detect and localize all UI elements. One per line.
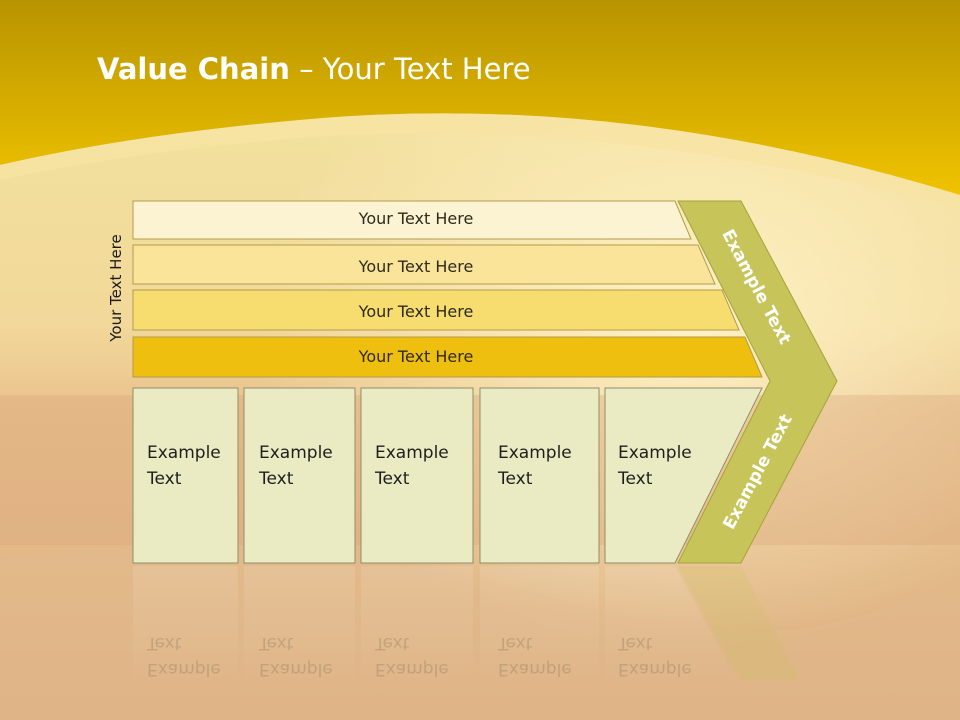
chevron-reflection [678,566,800,680]
box-2-reflection-text: Example Text [259,630,333,682]
vertical-label: Your Text Here [107,234,125,342]
box-5-label: Example Text [618,440,692,492]
box-1-label: Example Text [147,440,221,492]
bar-2 [132,244,716,285]
box-5-line1: Example [618,443,692,463]
box-3 [360,387,474,564]
header-wave [0,113,960,210]
box-5-line2: Text [618,469,653,489]
box-2-reflection-line2: Text [259,633,294,653]
slide-title: Value Chain – Your Text Here [97,52,531,86]
box-4-label: Example Text [498,440,572,492]
box-1-reflection-text: Example Text [147,630,221,682]
box-4-line2: Text [498,469,533,489]
box-5-reflection-text: Example Text [618,630,692,682]
value-chevron [677,200,838,564]
box-4-reflection-text: Example Text [498,630,572,682]
title-rest: – Your Text Here [289,52,531,86]
bar-3 [132,289,740,331]
box-3-line1: Example [375,443,449,463]
box-2 [243,387,356,564]
bar-4 [132,336,763,378]
box-1-line2: Text [147,469,182,489]
box-1-reflection-line2: Text [147,633,182,653]
box-5 [604,387,763,564]
box-4-line1: Example [498,443,572,463]
box-3-reflection-text: Example Text [375,630,449,682]
title-bold: Value Chain [97,52,290,86]
box-4 [479,387,600,564]
bar-1 [132,200,692,240]
bar-1-label: Your Text Here [358,209,474,228]
box-3-label: Example Text [375,440,449,492]
box-4-reflection-line2: Text [498,633,533,653]
box-2-line1: Example [259,443,333,463]
box-1-reflection [133,566,238,686]
box-1 [132,387,239,564]
box-5-reflection-line1: Example [618,659,692,679]
box-1-reflection-line1: Example [147,659,221,679]
box-4-reflection [480,566,599,686]
box-3-reflection [361,566,473,686]
box-1-line1: Example [147,443,221,463]
box-3-line2: Text [375,469,410,489]
bar-2-label: Your Text Here [358,257,474,276]
box-3-reflection-line1: Example [375,659,449,679]
bar-4-label: Your Text Here [358,347,474,366]
box-2-reflection [244,566,355,686]
box-5-reflection-line2: Text [618,633,653,653]
box-3-reflection-line2: Text [375,633,410,653]
box-5-reflection [605,566,740,686]
box-2-line2: Text [259,469,294,489]
box-2-reflection-line1: Example [259,659,333,679]
bar-3-label: Your Text Here [358,302,474,321]
box-4-reflection-line1: Example [498,659,572,679]
box-2-label: Example Text [259,440,333,492]
header-band [0,0,960,195]
